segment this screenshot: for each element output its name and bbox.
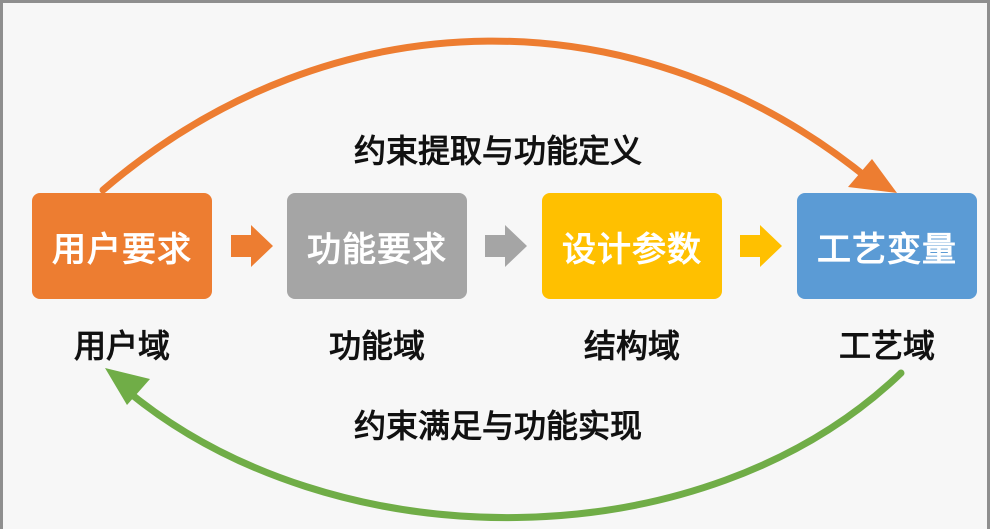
domain-label-structural: 结构域	[583, 327, 680, 365]
step-arrow-3	[740, 225, 782, 267]
box-functional-requirements: 功能要求	[287, 193, 467, 299]
top-arc-arrow	[99, 37, 875, 194]
bottom-arc-arrowhead	[105, 368, 150, 405]
bottom-arc-arrow	[121, 369, 905, 522]
box-user-requirements: 用户要求	[32, 193, 212, 299]
domain-label-process: 工艺域	[838, 327, 935, 365]
bottom-arc-label: 约束满足与功能实现	[353, 407, 642, 445]
box-design-parameters: 设计参数	[542, 193, 722, 299]
top-arc-arrowhead	[848, 159, 897, 193]
top-arc-label: 约束提取与功能定义	[353, 132, 642, 170]
domain-label-user: 用户域	[73, 327, 170, 365]
arrows-layer	[99, 37, 905, 522]
step-arrow-2	[485, 225, 527, 267]
step-arrow-1	[231, 225, 273, 267]
box-process-variables: 工艺变量	[797, 193, 977, 299]
domain-label-functional: 功能域	[328, 327, 425, 365]
